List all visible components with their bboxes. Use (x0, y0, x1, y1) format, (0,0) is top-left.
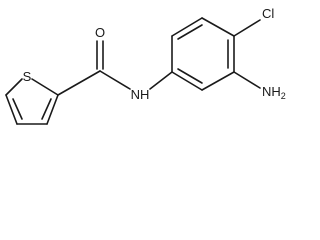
bond-carbonyl-nitrogen (99, 70, 131, 90)
bond-c2-c3 (46, 94, 59, 125)
bond-b6-b1-inner (177, 68, 203, 84)
bond-s-c2 (31, 78, 59, 96)
benzene-ring (171, 17, 235, 91)
bond-c2-c3-inner (41, 98, 52, 120)
sulfur-atom-label: S (23, 69, 32, 84)
amino-group-label: NH2 (262, 84, 286, 101)
thiophene-ring (5, 78, 59, 125)
amino-group-element: NH (262, 84, 281, 99)
bond-b3-b4 (201, 17, 235, 37)
bond-b6-b1 (171, 71, 203, 91)
bond-c4-c5-inner (12, 98, 23, 120)
amide-nitrogen-label: NH (131, 87, 150, 102)
bond-ring-carbonyl (57, 70, 101, 96)
bond-c5-s (5, 78, 23, 96)
amino-group-subscript: 2 (281, 91, 286, 101)
bond-b5-b6 (201, 71, 235, 91)
bond-ring-amino (233, 71, 261, 89)
bond-ring-chlorine (233, 19, 261, 37)
chemical-structure-diagram: S O NH Cl NH2 (5, 6, 286, 125)
bond-b2-b3-inner (177, 24, 203, 40)
bond-nitrogen-ring (149, 71, 173, 90)
bond-c4-c5 (5, 94, 18, 125)
oxygen-atom-label: O (95, 25, 105, 40)
chlorine-atom-label: Cl (262, 6, 274, 21)
bond-b2-b3 (171, 17, 203, 37)
amide-group (57, 40, 173, 96)
